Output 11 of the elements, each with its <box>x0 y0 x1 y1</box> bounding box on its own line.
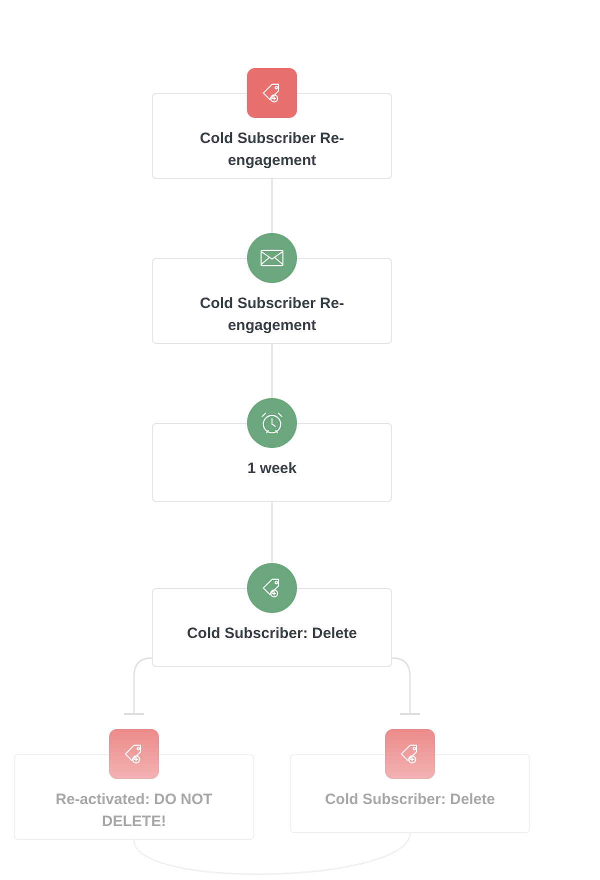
connector-line <box>271 344 273 398</box>
step-title: Cold Subscriber: Delete <box>324 790 496 810</box>
connector-line <box>271 179 273 233</box>
step-title: Re-activated: DO NOT DELETE! <box>54 790 214 832</box>
step-title: Cold Subscriber Re-engagement <box>198 294 346 336</box>
step-title: Cold Subscriber: Delete <box>186 624 358 644</box>
connector-line <box>392 657 421 715</box>
step-title: Cold Subscriber Re-engagement <box>198 129 346 171</box>
step-title: 1 week <box>246 459 298 479</box>
connector-line <box>271 502 273 563</box>
connector-line <box>123 657 152 715</box>
